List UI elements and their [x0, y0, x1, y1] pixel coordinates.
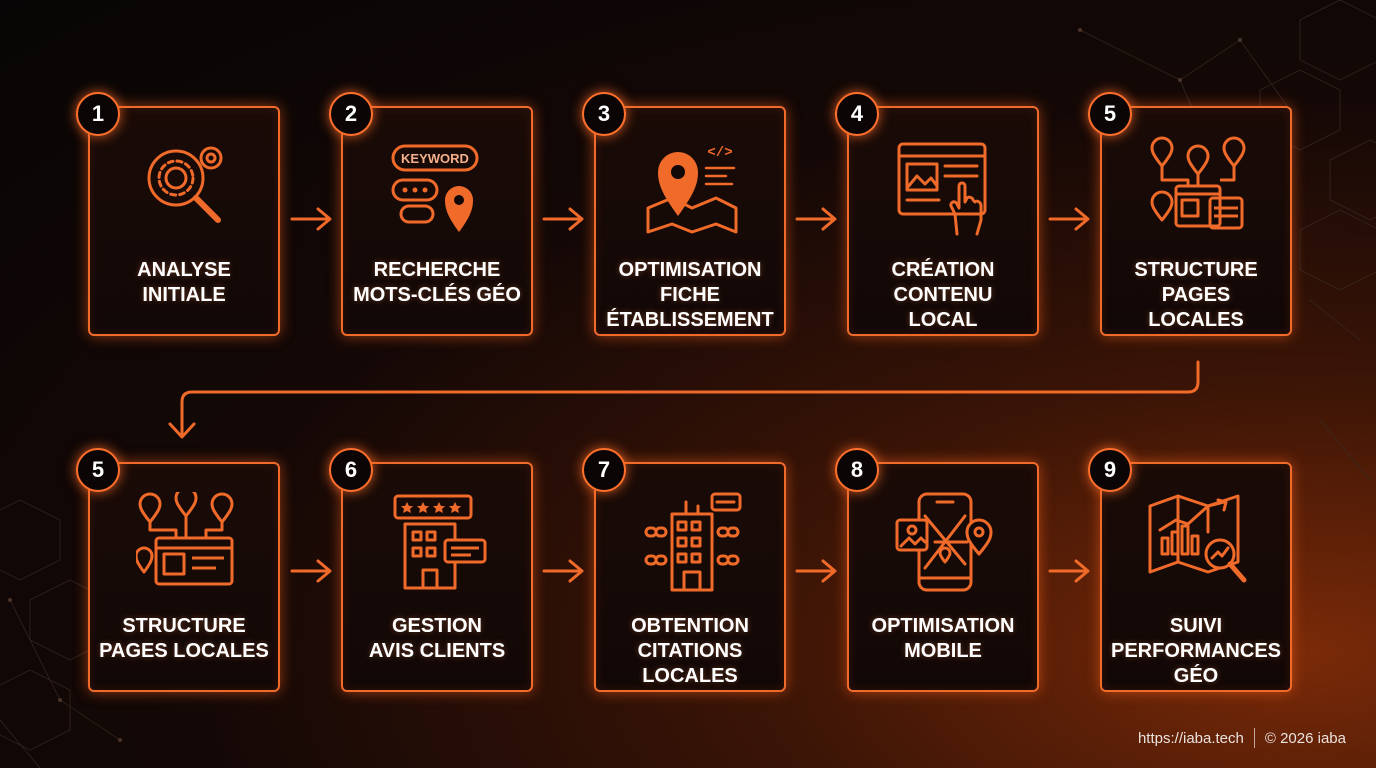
- arrow-connector-row-wrap: [168, 360, 1200, 439]
- arrow-connector-4-5: [1048, 207, 1090, 231]
- local-pages-pins-icon: [1150, 136, 1246, 230]
- step-number-badge: 4: [835, 92, 879, 136]
- content-editor-hand-icon: [897, 142, 987, 236]
- step-number-badge: 8: [835, 448, 879, 492]
- arrow-connector-3-4: [795, 207, 837, 231]
- map-chart-analytics-icon: [1148, 494, 1247, 583]
- step-number-badge: 9: [1088, 448, 1132, 492]
- arrow-connector-2-3: [542, 207, 584, 231]
- magnifier-gears-icon: [147, 146, 223, 223]
- footer-url-link[interactable]: https://iaba.tech: [1137, 729, 1244, 747]
- arrow-connector-6-7: [542, 559, 584, 583]
- step-number-badge: 5: [1088, 92, 1132, 136]
- arrow-connector-1-2: [290, 207, 332, 231]
- map-pin-code-icon: </>: [646, 145, 738, 234]
- keyword-pin-icon: KEYWORD: [391, 144, 479, 232]
- arrow-connector-5-6: [290, 559, 332, 583]
- keyword-text: KEYWORD: [401, 151, 469, 166]
- local-pages-pins-icon: [136, 492, 234, 586]
- code-tag-text: </>: [707, 145, 732, 161]
- step-number-badge: 1: [76, 92, 120, 136]
- arrow-connector-8-9: [1048, 559, 1090, 583]
- step-number-badge: 3: [582, 92, 626, 136]
- arrow-connector-7-8: [795, 559, 837, 583]
- footer-copyright: © 2026 iaba: [1264, 729, 1346, 747]
- footer: https://iaba.tech © 2026 iaba: [1138, 728, 1346, 748]
- step-number-badge: 7: [582, 448, 626, 492]
- step-number-badge: 2: [329, 92, 373, 136]
- step-number-badge: 5: [76, 448, 120, 492]
- mobile-map-icon: [895, 492, 993, 592]
- step-number-badge: 6: [329, 448, 373, 492]
- footer-separator: [1253, 728, 1255, 748]
- building-reviews-icon: [393, 494, 487, 590]
- building-citations-icon: [644, 492, 742, 592]
